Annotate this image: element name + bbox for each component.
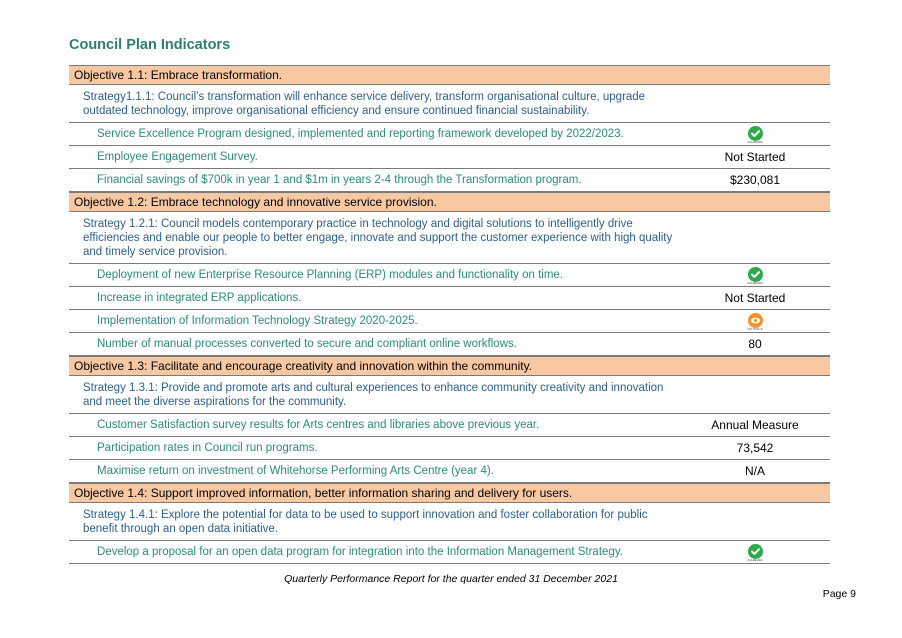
strategy-text: Strategy 1.2.1: Council models contempor… [83, 218, 673, 258]
indicator-value: $230,081 [729, 173, 781, 187]
strategy-row: Strategy 1.3.1: Provide and promote arts… [69, 376, 830, 414]
strategy-text: Strategy 1.3.1: Provide and promote arts… [83, 382, 664, 408]
page-number: Page 9 [822, 588, 856, 600]
indicator-text: Participation rates in Council run progr… [97, 442, 318, 454]
strategy-row: Strategy 1.2.1: Council models contempor… [69, 212, 830, 264]
indicator-value: 73,542 [736, 441, 774, 455]
indicator-row: Financial savings of $700k in year 1 and… [69, 169, 830, 192]
indicator-row: Deployment of new Enterprise Resource Pl… [69, 264, 830, 287]
page-title: Council Plan Indicators [69, 37, 231, 53]
indicator-value: Not Started [724, 150, 786, 164]
objective-row: Objective 1.2: Embrace technology and in… [69, 192, 830, 212]
indicator-value: Not Started [724, 291, 786, 305]
indicator-text: Maximise return on investment of Whiteho… [97, 465, 494, 477]
indicator-text: Develop a proposal for an open data prog… [97, 546, 623, 558]
indicator-text: Increase in integrated ERP applications. [97, 292, 302, 304]
indicator-row: Customer Satisfaction survey results for… [69, 414, 830, 437]
check-icon: ACHIEVED [746, 544, 764, 562]
objective-row: Objective 1.3: Facilitate and encourage … [69, 356, 830, 376]
indicator-text: Implementation of Information Technology… [97, 315, 418, 327]
report-footer: Quarterly Performance Report for the qua… [284, 573, 618, 585]
check-icon: ACHIEVED [746, 267, 764, 285]
strategy-text: Strategy1.1.1: Council’s transformation … [83, 91, 646, 117]
indicator-text: Deployment of new Enterprise Resource Pl… [97, 269, 563, 281]
indicator-value: 80 [748, 337, 762, 351]
indicator-value: Annual Measure [711, 418, 799, 432]
indicator-row: Increase in integrated ERP applications.… [69, 287, 830, 310]
indicator-text: Employee Engagement Survey. [97, 151, 258, 163]
indicator-row: Develop a proposal for an open data prog… [69, 541, 830, 564]
indicator-row: Service Excellence Program designed, imp… [69, 123, 830, 146]
objective-row: Objective 1.4: Support improved informat… [69, 483, 830, 503]
indicator-text: Service Excellence Program designed, imp… [97, 128, 624, 140]
indicator-row: Number of manual processes converted to … [69, 333, 830, 356]
indicator-row: Employee Engagement Survey. Not Started [69, 146, 830, 169]
on-track-icon: ON TRACK [746, 313, 764, 331]
indicator-text: Customer Satisfaction survey results for… [97, 419, 540, 431]
indicators-table: Objective 1.1: Embrace transformation. S… [69, 65, 830, 564]
strategy-row: Strategy 1.4.1: Explore the potential fo… [69, 503, 830, 541]
indicator-text: Financial savings of $700k in year 1 and… [97, 174, 582, 186]
indicator-value: N/A [744, 464, 765, 478]
indicator-row: Participation rates in Council run progr… [69, 437, 830, 460]
strategy-row: Strategy1.1.1: Council’s transformation … [69, 85, 830, 123]
objective-row: Objective 1.1: Embrace transformation. [69, 65, 830, 85]
indicator-row: Implementation of Information Technology… [69, 310, 830, 333]
indicator-text: Number of manual processes converted to … [97, 338, 517, 350]
strategy-text: Strategy 1.4.1: Explore the potential fo… [83, 509, 648, 535]
indicator-row: Maximise return on investment of Whiteho… [69, 460, 830, 483]
check-icon: ACHIEVED [746, 126, 764, 144]
